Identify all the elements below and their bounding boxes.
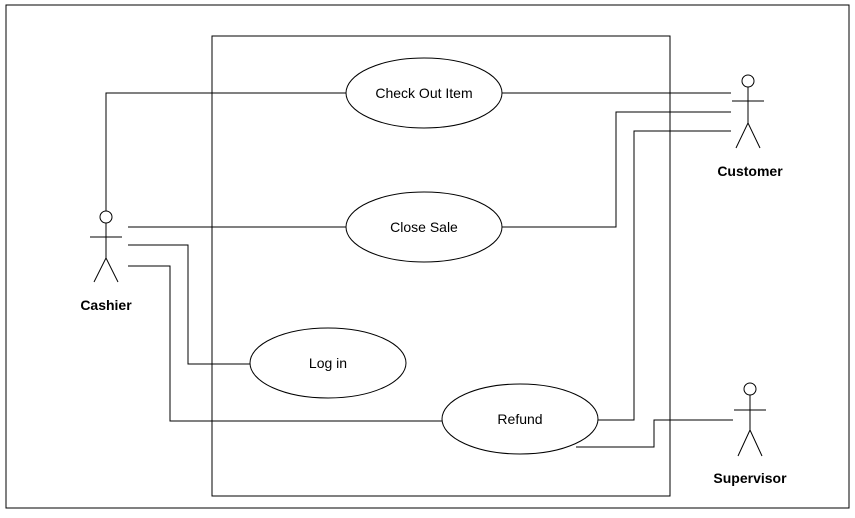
actor-right-leg — [749, 429, 763, 457]
actor-right-leg — [747, 122, 761, 149]
use-case-ellipse — [249, 327, 407, 399]
association-lines — [105, 92, 733, 448]
use-case-ellipse — [345, 57, 503, 129]
association-customer-close-sale — [500, 111, 731, 228]
use-case-label: Close Sale — [390, 219, 458, 235]
actor-label-customer: Customer — [717, 163, 783, 179]
use-case-checkout: Check Out Item — [345, 57, 503, 129]
actor-head — [741, 74, 755, 88]
system-boundary — [211, 35, 671, 497]
association-cashier-refund — [128, 265, 442, 422]
use-case-ellipse — [441, 383, 599, 455]
actor-left-leg — [93, 257, 107, 283]
association-customer-refund — [594, 130, 731, 421]
actor-cashier — [90, 210, 122, 283]
actor-customer — [732, 74, 764, 149]
actor-head — [743, 382, 757, 396]
actor-label-cashier: Cashier — [80, 297, 132, 313]
use-case-refund: Refund — [441, 383, 599, 455]
association-cashier-login — [128, 244, 250, 365]
actor-left-leg — [737, 429, 751, 457]
actor-right-leg — [105, 257, 119, 283]
actor-supervisor — [734, 382, 766, 457]
use-case-label: Check Out Item — [375, 85, 472, 101]
use-case-login: Log in — [249, 327, 407, 399]
actor-left-leg — [735, 122, 749, 149]
use-case-close-sale: Close Sale — [345, 191, 503, 263]
association-supervisor-refund — [576, 419, 733, 448]
use-case-label: Refund — [497, 411, 542, 427]
actor-head — [99, 210, 113, 224]
actor-label-supervisor: Supervisor — [713, 470, 787, 486]
association-cashier-checkout — [105, 92, 346, 211]
use-case-label: Log in — [309, 355, 347, 371]
use-case-ellipse — [345, 191, 503, 263]
